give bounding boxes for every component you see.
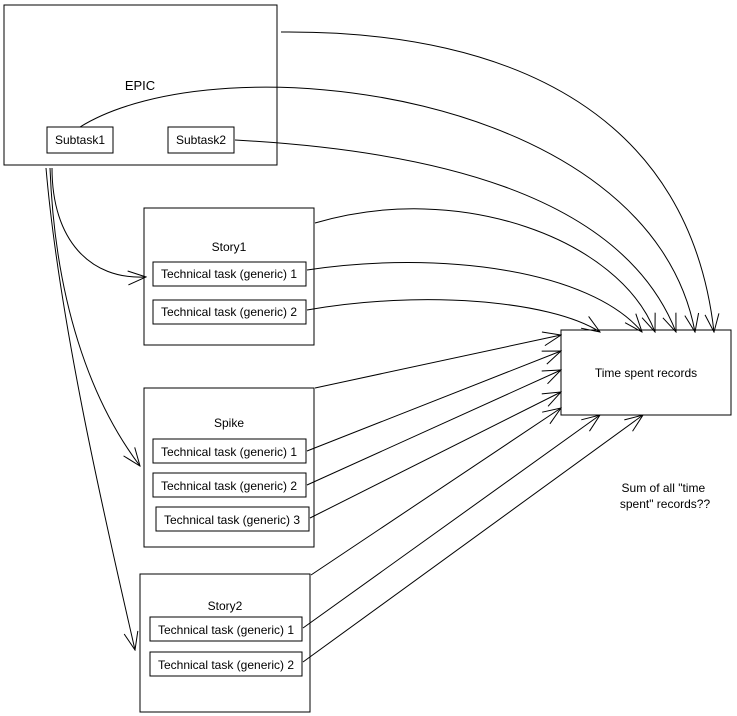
subtask2-box: Subtask2 xyxy=(167,126,235,154)
sum-note-line-1: Sum of all "time xyxy=(622,481,706,495)
arrow-spike-to-records xyxy=(314,335,561,389)
spike-task-2-label: Technical task (generic) 2 xyxy=(161,479,297,493)
arrow-story1-to-records xyxy=(314,208,655,332)
arrow-subtask1-to-spike xyxy=(49,167,140,466)
time-records-label: Time spent records xyxy=(595,366,697,380)
story2-task-1-label: Technical task (generic) 1 xyxy=(158,623,294,637)
story2-task-2: Technical task (generic) 2 xyxy=(149,651,303,677)
arrow-spike-task3-to-records xyxy=(309,392,561,519)
story2-box: Story2 Technical task (generic) 1 Techni… xyxy=(139,573,311,713)
spike-task-3-label: Technical task (generic) 3 xyxy=(164,513,300,527)
subtask2-label: Subtask2 xyxy=(176,133,226,147)
story2-task-2-label: Technical task (generic) 2 xyxy=(158,658,294,672)
sum-note-line-2: spent" records?? xyxy=(620,497,711,511)
epic-box: EPIC Subtask1 Subtask2 xyxy=(3,4,278,166)
story1-title: Story1 xyxy=(212,240,247,254)
story1-task-2: Technical task (generic) 2 xyxy=(152,299,307,325)
arrow-epic-to-records xyxy=(280,31,714,332)
arrow-subtask1-to-records xyxy=(79,86,695,332)
arrow-story1-task1-to-records xyxy=(306,262,642,332)
arrow-subtask1-to-story2 xyxy=(45,167,135,650)
story1-box: Story1 Technical task (generic) 1 Techni… xyxy=(143,207,315,346)
arrow-story2-to-records xyxy=(310,408,561,576)
time-records-box: Time spent records xyxy=(560,329,732,416)
story1-task-2-label: Technical task (generic) 2 xyxy=(161,305,297,319)
arrow-subtask2-to-records xyxy=(234,139,676,332)
spike-task-1: Technical task (generic) 1 xyxy=(152,438,307,464)
subtask1-label: Subtask1 xyxy=(55,133,105,147)
sum-note: Sum of all "time spent" records?? xyxy=(620,481,711,511)
spike-task-3: Technical task (generic) 3 xyxy=(155,506,310,532)
arrow-story1-task2-to-records xyxy=(306,299,600,332)
spike-title: Spike xyxy=(214,416,244,430)
story1-task-1-label: Technical task (generic) 1 xyxy=(161,267,297,281)
story2-task-1: Technical task (generic) 1 xyxy=(149,616,303,642)
arrow-spike-task1-to-records xyxy=(306,351,561,452)
arrow-subtask1-to-story1 xyxy=(51,167,146,277)
arrow-story2-task2-to-records xyxy=(302,415,643,663)
arrow-spike-task2-to-records xyxy=(306,370,561,486)
epic-title: EPIC xyxy=(125,78,155,93)
arrow-story2-task1-to-records xyxy=(302,415,600,629)
spike-box: Spike Technical task (generic) 1 Technic… xyxy=(143,387,315,548)
story1-task-1: Technical task (generic) 1 xyxy=(152,261,307,287)
spike-task-1-label: Technical task (generic) 1 xyxy=(161,445,297,459)
spike-task-2: Technical task (generic) 2 xyxy=(152,472,307,498)
subtask1-box: Subtask1 xyxy=(46,126,114,154)
story2-title: Story2 xyxy=(208,599,243,613)
